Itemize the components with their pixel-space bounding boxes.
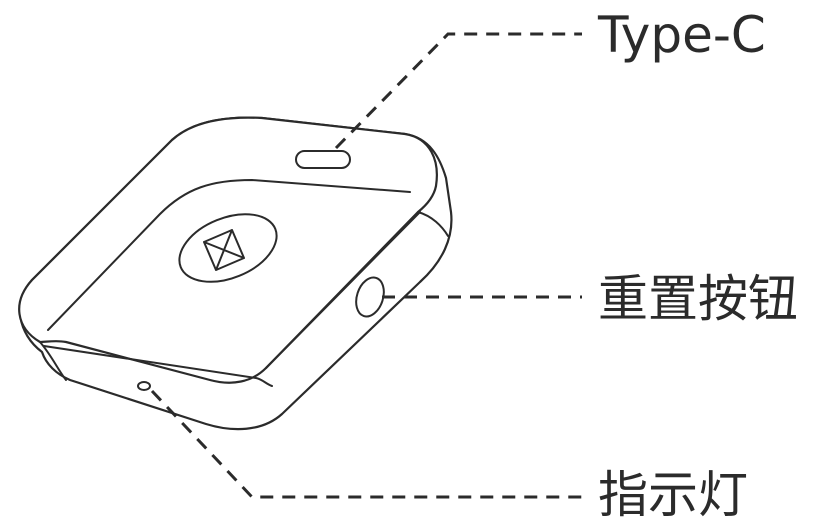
device-front-edge	[43, 345, 273, 387]
logo-badge	[178, 213, 278, 283]
reset-button	[355, 276, 385, 318]
reset-button-label: 重置按钮	[598, 270, 798, 328]
device-body	[18, 116, 453, 431]
device-top-inner-edge	[47, 179, 411, 331]
indicator-light	[137, 381, 151, 391]
device-top-face	[18, 116, 438, 384]
device-side-panel	[265, 211, 421, 369]
logo-badge-oval	[178, 213, 278, 283]
device-corner-left	[39, 341, 67, 381]
type-c-port	[295, 150, 351, 169]
indicator-leader-line	[150, 389, 582, 499]
type-c-label: Type-C	[597, 6, 766, 64]
indicator-light-label: 指示灯	[598, 466, 748, 519]
device-corner-right	[417, 211, 449, 237]
logo-icon	[203, 229, 245, 271]
type-c-leader-line	[334, 32, 582, 150]
